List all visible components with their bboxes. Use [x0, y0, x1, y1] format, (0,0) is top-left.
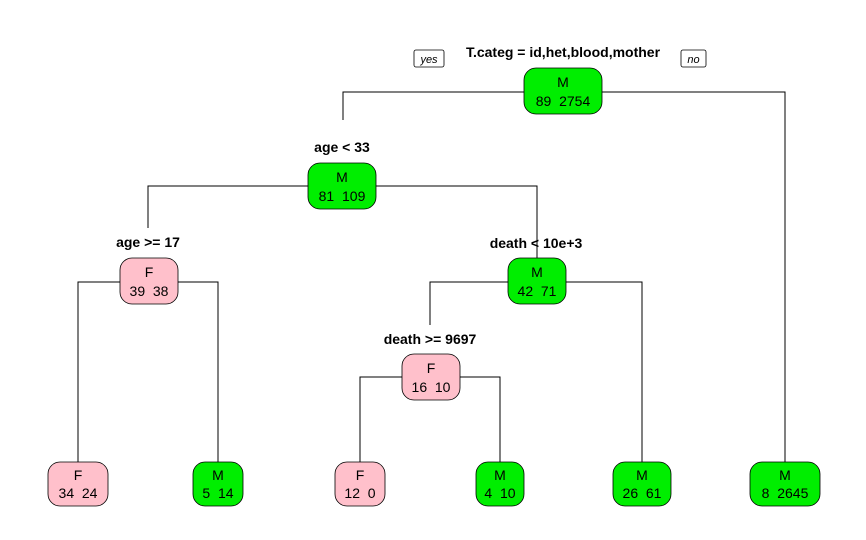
edge-n5: [429, 281, 643, 462]
node-class: M: [531, 264, 543, 280]
node-n2: M 81 109: [307, 162, 377, 210]
node-counts: 81 109: [319, 188, 366, 204]
node-class: F: [356, 467, 365, 483]
node-n5: M 42 71: [507, 257, 567, 305]
node-class: F: [74, 467, 83, 483]
no-label-box: no: [680, 49, 707, 68]
no-label: no: [687, 54, 699, 66]
node-class: M: [779, 467, 791, 483]
node-counts: 89 2754: [536, 93, 591, 109]
node-class: M: [494, 467, 506, 483]
split-label-n2: age < 33: [314, 139, 370, 155]
node-counts: 26 61: [623, 485, 662, 501]
leaf-2: M 5 14: [192, 461, 244, 507]
node-counts: 16 10: [412, 379, 451, 395]
node-counts: 4 10: [484, 485, 515, 501]
split-label-n10: death >= 9697: [384, 331, 477, 347]
node-n4: F 39 38: [119, 257, 179, 305]
node-class: F: [427, 360, 436, 376]
node-class: M: [557, 74, 569, 90]
leaf-5: M 26 61: [612, 461, 672, 507]
node-counts: 8 2645: [762, 485, 809, 501]
leaf-1: F 34 24: [47, 461, 109, 507]
node-counts: 5 14: [202, 485, 233, 501]
leaf-6: M 8 2645: [749, 461, 821, 507]
split-label-n4: age >= 17: [116, 234, 180, 250]
node-class: F: [145, 264, 154, 280]
split-label-n5: death < 10e+3: [490, 235, 583, 251]
yes-label-box: yes: [413, 49, 445, 68]
edge-n4: [77, 281, 219, 462]
node-counts: 34 24: [59, 485, 98, 501]
node-counts: 12 0: [344, 485, 375, 501]
split-label-root: T.categ = id,het,blood,mother: [466, 44, 661, 60]
node-class: M: [336, 169, 348, 185]
yes-label: yes: [419, 54, 438, 66]
node-counts: 39 38: [130, 283, 169, 299]
leaf-4: M 4 10: [475, 461, 525, 507]
tree-edges: [77, 91, 786, 462]
node-counts: 42 71: [518, 283, 557, 299]
leaf-3: F 12 0: [334, 461, 386, 507]
node-class: M: [636, 467, 648, 483]
node-root: M 89 2754: [523, 67, 603, 115]
node-class: M: [212, 467, 224, 483]
node-n10: F 16 10: [401, 353, 461, 401]
